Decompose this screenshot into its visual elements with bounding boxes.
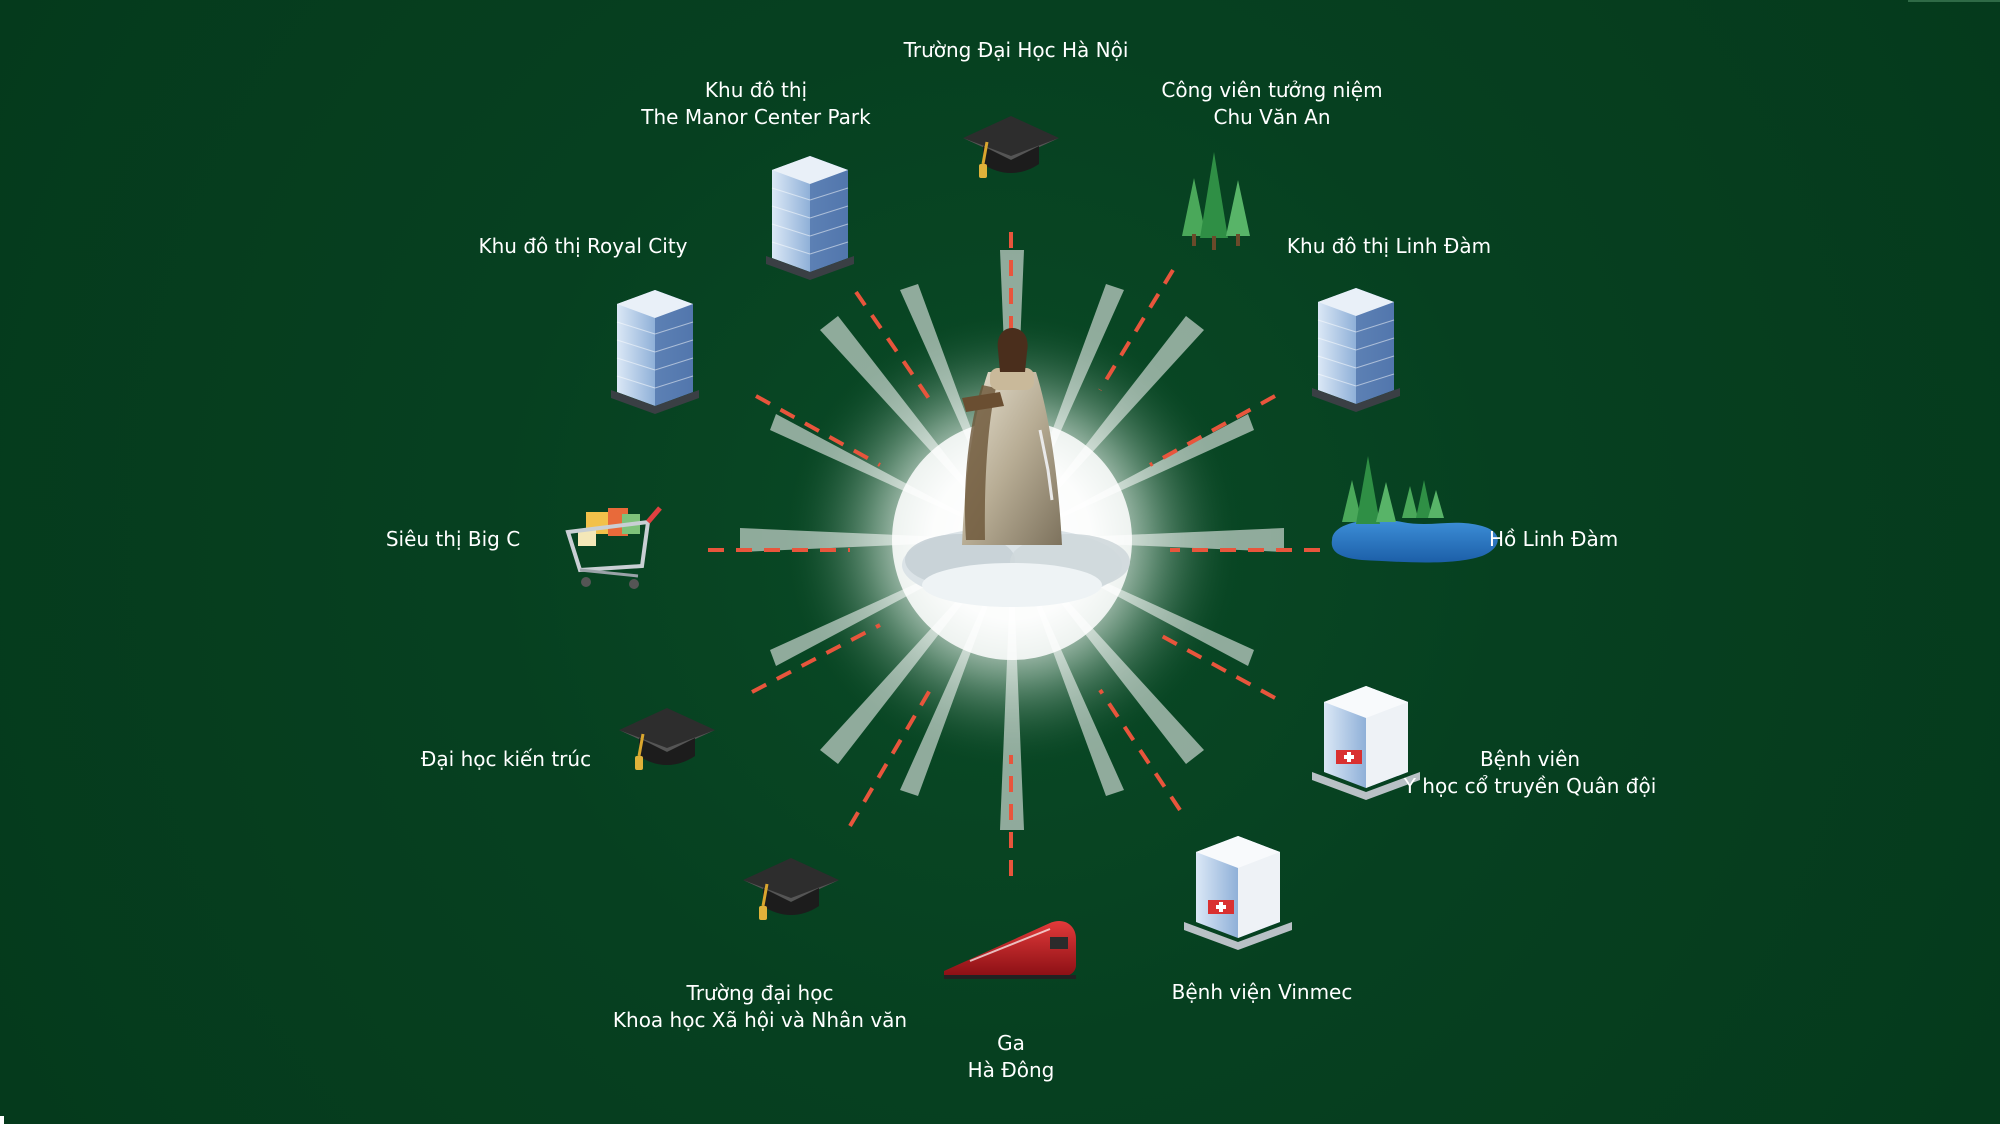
corner-decoration	[1908, 0, 2000, 2]
label-line: Bệnh viên	[1479, 747, 1581, 771]
label-line: Khu đô thị Royal City	[478, 234, 688, 258]
label-vinmec-hospital: Bệnh viện Vinmec	[1172, 979, 1353, 1006]
label-line: Khu đô thị	[704, 78, 808, 102]
label-line: Siêu thị Big C	[385, 527, 521, 551]
label-line: The Manor Center Park	[641, 105, 871, 129]
connector-lines	[708, 232, 1320, 876]
lake-trees-icon	[1331, 456, 1498, 563]
label-line: Hà Đông	[967, 1058, 1055, 1082]
label-military-hospital: Bệnh viên Y học cổ truyền Quân đội	[1404, 746, 1657, 800]
connector-architecture-university	[751, 623, 881, 694]
trees-icon	[1182, 152, 1250, 250]
graduation-cap-icon	[963, 116, 1059, 178]
starburst-glow	[740, 250, 1284, 830]
label-line: Hồ Linh Đàm	[1489, 527, 1619, 551]
label-ha-dong-station: Ga Hà Đông	[968, 1030, 1055, 1084]
label-linh-dam-urban: Khu đô thị Linh Đàm	[1287, 233, 1491, 260]
label-chu-van-an-park: Công viên tưởng niệm Chu Văn An	[1161, 77, 1382, 131]
graduation-cap-icon	[743, 858, 839, 920]
connector-linh-dam-urban	[1149, 394, 1276, 467]
label-architecture-university: Đại học kiến trúc	[421, 746, 591, 773]
connector-royal-city	[755, 394, 881, 467]
connector-chu-van-an-park	[1098, 268, 1175, 392]
label-line: Ga	[997, 1031, 1025, 1055]
hospital-icon	[1184, 836, 1292, 950]
connector-vinmec-hospital	[1098, 688, 1182, 812]
label-hanoi-university: Trường Đại Học Hà Nội	[904, 37, 1129, 64]
office-building-icon	[1312, 288, 1400, 412]
office-building-icon	[766, 156, 854, 280]
label-royal-city: Khu đô thị Royal City	[479, 233, 688, 260]
train-icon	[944, 920, 1076, 979]
statue-figure	[902, 328, 1130, 607]
graduation-cap-icon	[619, 708, 715, 770]
label-linh-dam-lake: Hồ Linh Đàm	[1489, 526, 1618, 553]
label-line: Công viên tưởng niệm	[1161, 78, 1383, 102]
connector-manor-center-park	[854, 290, 932, 402]
label-line: Trường đại học	[686, 981, 834, 1005]
label-line: Khoa học Xã hội và Nhân văn	[612, 1008, 908, 1032]
label-line: Trường Đại Học Hà Nội	[903, 38, 1129, 62]
corner-mark	[0, 1116, 4, 1124]
label-line: Khu đô thị Linh Đàm	[1286, 234, 1492, 258]
label-line: Chu Văn An	[1213, 105, 1331, 129]
connector-military-hospital	[1159, 633, 1276, 700]
label-manor-center-park: Khu đô thị The Manor Center Park	[641, 77, 870, 131]
label-line: Bệnh viện Vinmec	[1171, 980, 1353, 1004]
hospital-icon	[1312, 686, 1420, 800]
label-line: Y học cổ truyền Quân đội	[1403, 774, 1657, 798]
label-social-sciences-university: Trường đại học Khoa học Xã hội và Nhân v…	[613, 980, 907, 1034]
shopping-cart-icon	[565, 506, 662, 589]
label-big-c-supermarket: Siêu thị Big C	[386, 526, 520, 553]
office-building-icon	[611, 290, 699, 414]
label-line: Đại học kiến trúc	[420, 747, 592, 771]
